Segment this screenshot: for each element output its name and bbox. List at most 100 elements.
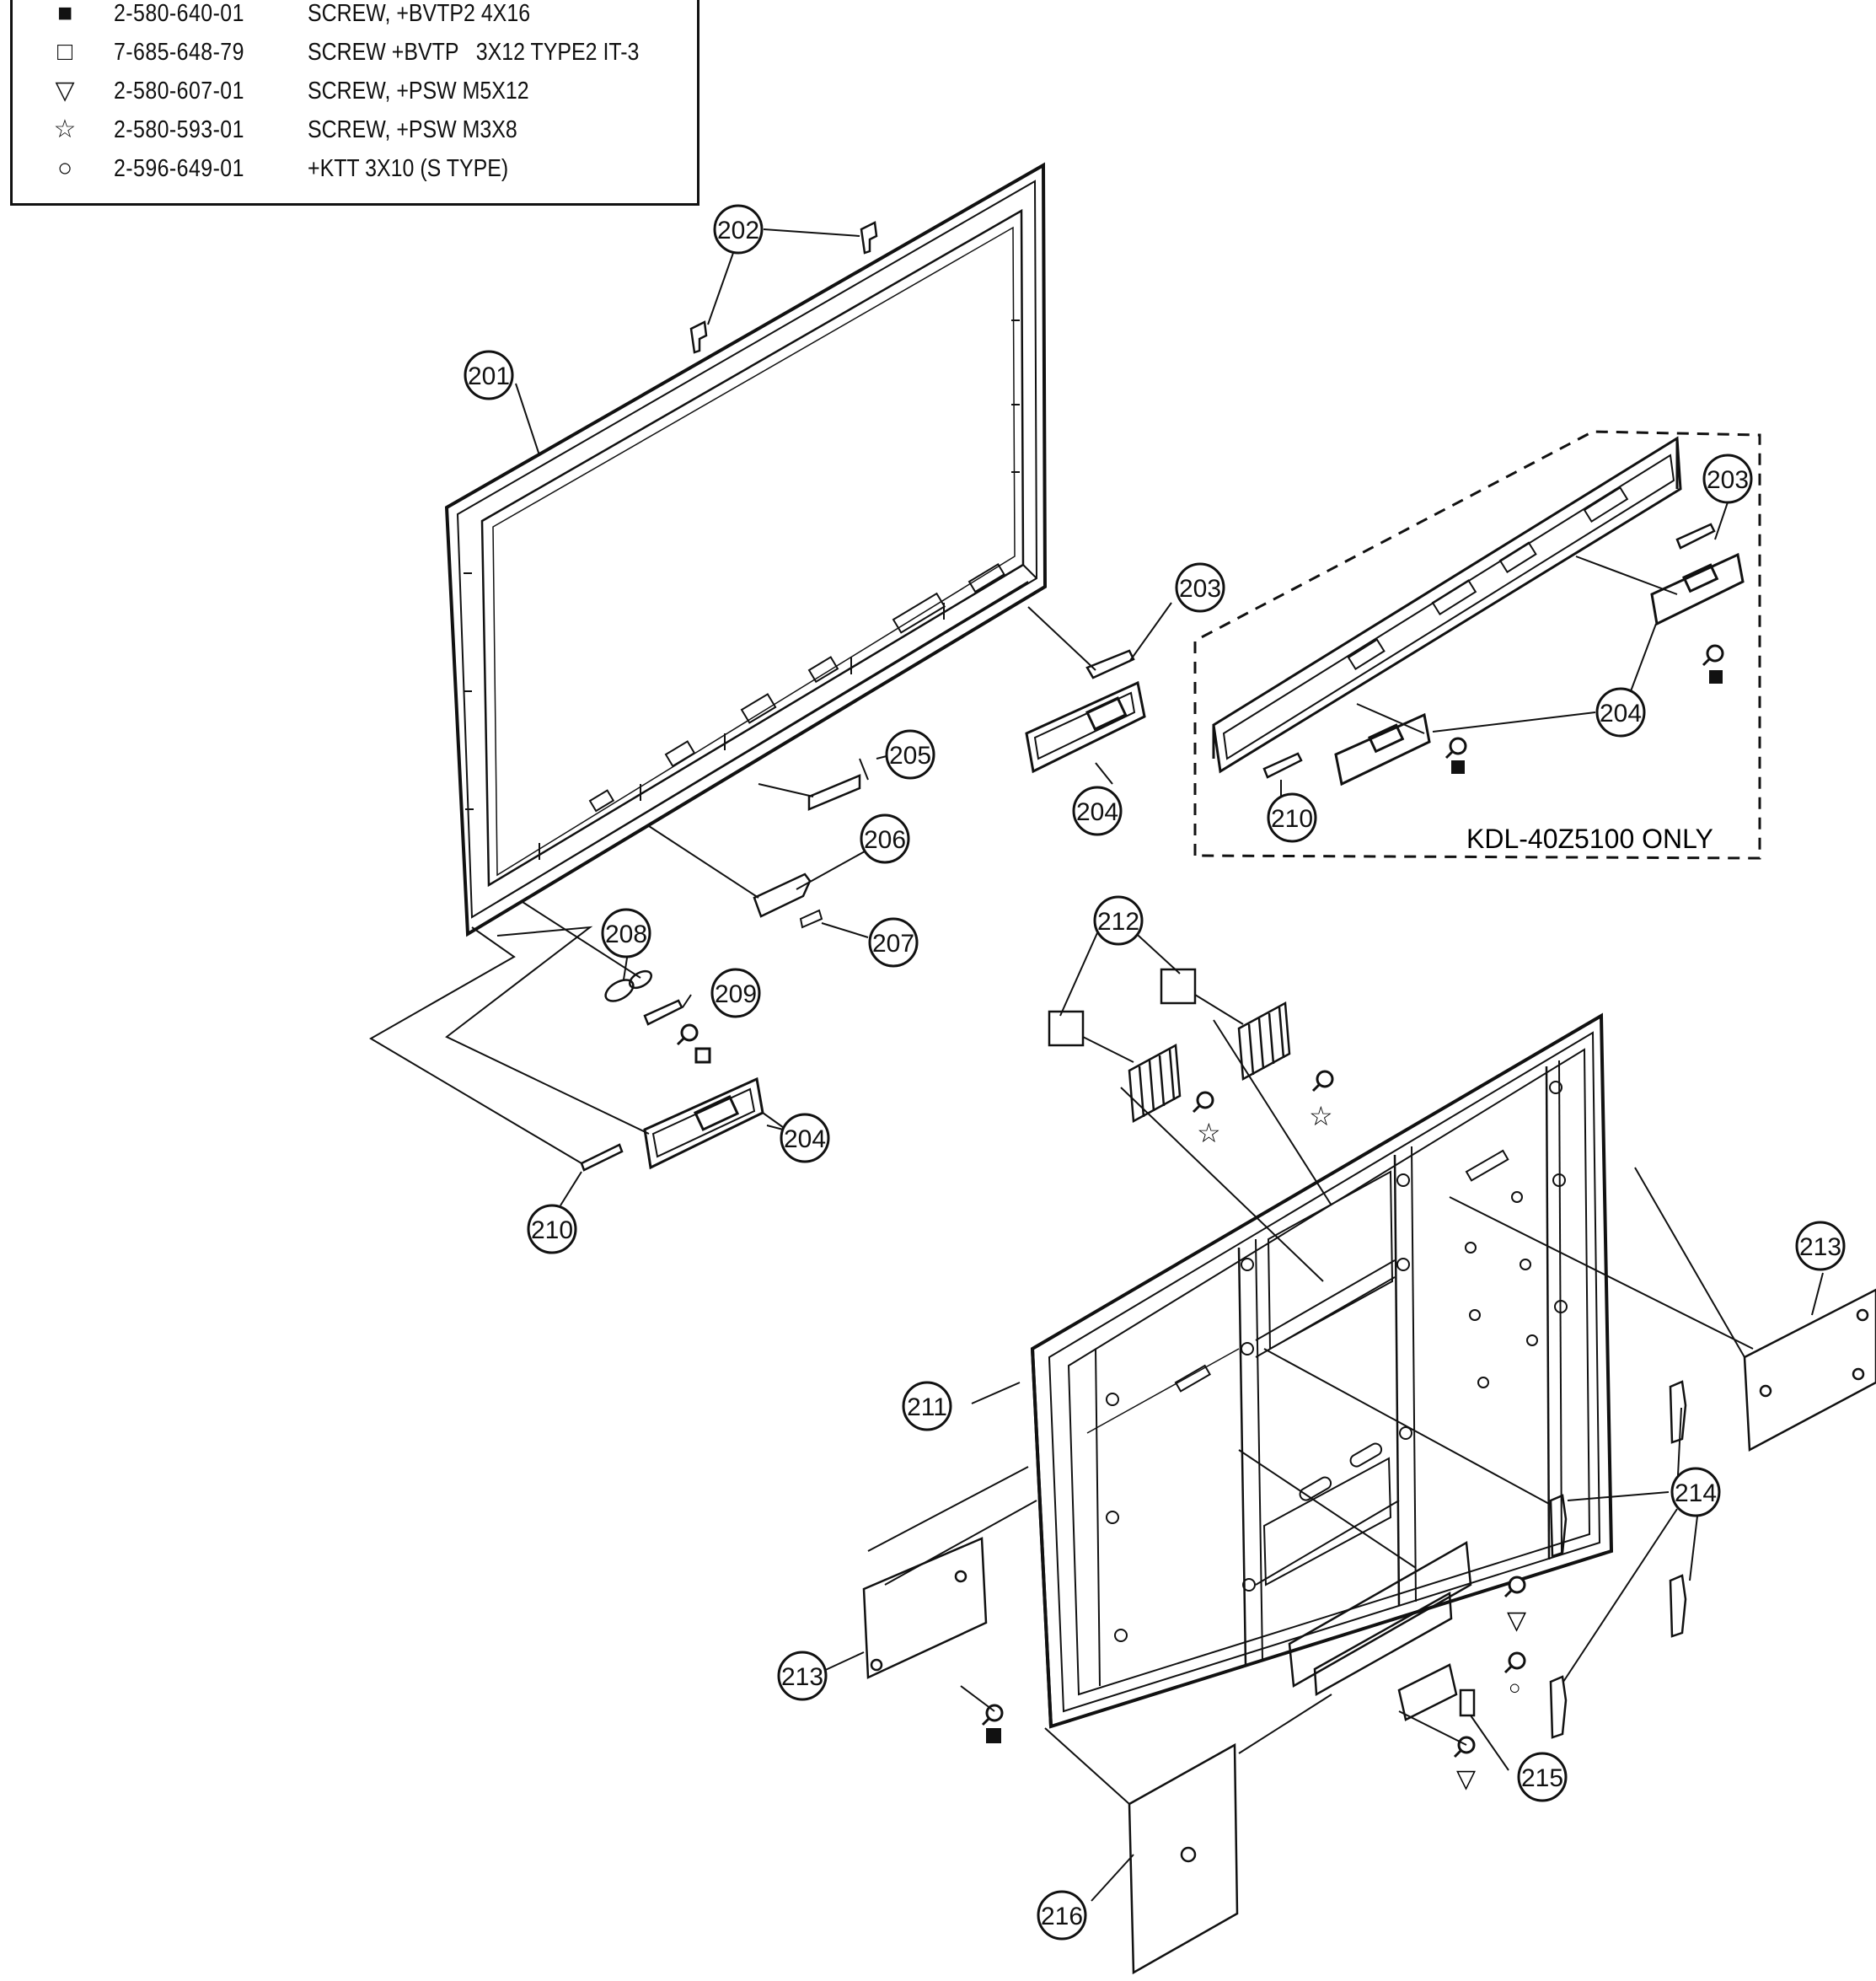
stand-bracket: [1549, 1380, 1687, 1739]
svg-text:204: 204: [784, 1125, 826, 1153]
callout-205: 205: [885, 729, 935, 780]
speaker-box: [1334, 712, 1431, 786]
svg-text:213: 213: [781, 1663, 823, 1691]
svg-text:210: 210: [1271, 805, 1313, 833]
triangle-down-icon: ▽: [1456, 1765, 1476, 1793]
star-icon: ☆: [53, 115, 77, 143]
inset-frame: KDL-40Z5100 ONLY: [1193, 430, 1761, 860]
callout-210: 210: [527, 1204, 577, 1254]
legend-description: SCREW, +BVTP2 4X16: [308, 0, 531, 27]
sensor-bracket: [753, 872, 812, 918]
svg-text:206: 206: [864, 826, 906, 854]
speaker-bracket: [1675, 523, 1716, 550]
circle-icon: ○: [56, 154, 73, 182]
led-bracket: [643, 999, 683, 1026]
callout-204: 204: [780, 1113, 830, 1163]
triangle-down-icon: ▽: [1507, 1607, 1526, 1635]
svg-text:207: 207: [872, 930, 914, 958]
svg-text:204: 204: [1600, 700, 1642, 727]
callout-213: 213: [1795, 1221, 1846, 1271]
callout-202: 202: [713, 204, 764, 255]
speaker-bracket: [580, 1143, 624, 1172]
filled-square-icon: [986, 1728, 1001, 1743]
callouts: 201 202 203 204 205 206 207 208 209 204 …: [464, 204, 1846, 1941]
triangle-down-icon: ▽: [55, 77, 75, 105]
callout-211: 211: [902, 1381, 952, 1431]
callout-201: 201: [464, 350, 514, 400]
speaker-box: [1650, 552, 1745, 626]
svg-text:209: 209: [715, 980, 757, 1008]
svg-text:215: 215: [1521, 1764, 1563, 1792]
callout-207: 207: [868, 917, 919, 968]
speaker-bracket: [1085, 649, 1135, 679]
star-icon: ☆: [1197, 1118, 1221, 1148]
svg-text:211: 211: [907, 1393, 947, 1421]
svg-text:205: 205: [889, 742, 931, 770]
legend-row: ▽ 2-580-607-01 SCREW, +PSW M5X12: [13, 72, 697, 110]
led-holder: [604, 969, 653, 1002]
open-square-icon: [694, 1047, 711, 1064]
legend-description: SCREW +BVTP 3X12 TYPE2 IT-3: [308, 39, 640, 66]
circuit-board: [862, 1537, 988, 1679]
svg-text:208: 208: [605, 921, 647, 948]
star-icon: ☆: [1309, 1101, 1333, 1131]
heat-sink: [1128, 1001, 1291, 1124]
svg-text:210: 210: [531, 1216, 573, 1244]
svg-text:203: 203: [1707, 466, 1749, 494]
hinge-bracket: [1397, 1663, 1476, 1721]
speaker-box: [1025, 680, 1146, 774]
callout-212: 212: [1093, 895, 1144, 946]
small-sheet: [799, 909, 823, 929]
legend-part-number: 2-596-649-01: [114, 155, 244, 182]
filled-square-icon: ■: [56, 0, 73, 27]
svg-text:204: 204: [1076, 798, 1118, 826]
speaker-box: [643, 1076, 793, 1170]
inset-note: KDL-40Z5100 ONLY: [1466, 824, 1713, 854]
legend-description: SCREW, +PSW M3X8: [308, 116, 517, 143]
circuit-board: [1743, 1288, 1876, 1452]
legend-row: ○ 2-596-649-01 +KTT 3X10 (S TYPE): [13, 150, 697, 187]
callout-208: 208: [601, 908, 651, 958]
legend-part-number: 2-580-640-01: [114, 0, 244, 27]
legend-row: ☆ 2-580-593-01 SCREW, +PSW M3X8: [13, 111, 697, 148]
filled-square-icon: [1451, 760, 1465, 774]
callout-206: 206: [860, 813, 910, 864]
shield-plate: [1128, 1742, 1239, 1975]
terminal-bracket: [1288, 1540, 1472, 1697]
callout-204: 204: [1595, 687, 1646, 738]
legend-part-number: 2-580-593-01: [114, 116, 244, 143]
top-bracket: [689, 221, 878, 354]
legend-description: SCREW, +PSW M5X12: [308, 78, 529, 105]
legend-part-number: 7-685-648-79: [114, 39, 244, 66]
callout-215: 215: [1517, 1752, 1568, 1802]
speaker-bracket: [1262, 752, 1303, 779]
callout-203: 203: [1702, 454, 1753, 504]
svg-text:201: 201: [468, 362, 510, 390]
filled-square-icon: [1709, 670, 1723, 684]
svg-text:202: 202: [717, 217, 759, 244]
svg-text:213: 213: [1799, 1233, 1841, 1261]
legend-row: □ 7-685-648-79 SCREW +BVTP 3X12 TYPE2 IT…: [13, 34, 697, 71]
screw-legend: ■ 2-580-640-01 SCREW, +BVTP2 4X16 □ 7-68…: [10, 0, 699, 206]
thermal-pad: [1048, 968, 1197, 1047]
callout-210: 210: [1267, 792, 1317, 843]
callout-214: 214: [1670, 1467, 1721, 1517]
rear-chassis: [1030, 1012, 1614, 1729]
circle-icon: ○: [1509, 1677, 1521, 1699]
svg-text:214: 214: [1675, 1479, 1717, 1507]
legend-part-number: 2-580-607-01: [114, 78, 244, 105]
callout-203: 203: [1175, 562, 1225, 613]
callout-204: 204: [1072, 786, 1123, 836]
svg-text:216: 216: [1041, 1903, 1083, 1930]
callout-209: 209: [710, 968, 761, 1018]
svg-text:203: 203: [1179, 575, 1221, 603]
label-sheet: [807, 774, 861, 811]
front-bezel: [444, 162, 1048, 937]
svg-text:212: 212: [1097, 908, 1139, 936]
open-square-icon: □: [56, 38, 73, 66]
legend-description: +KTT 3X10 (S TYPE): [308, 155, 509, 182]
callout-213: 213: [777, 1651, 828, 1701]
legend-row: ■ 2-580-640-01 SCREW, +BVTP2 4X16: [13, 0, 697, 32]
callout-216: 216: [1037, 1890, 1087, 1941]
